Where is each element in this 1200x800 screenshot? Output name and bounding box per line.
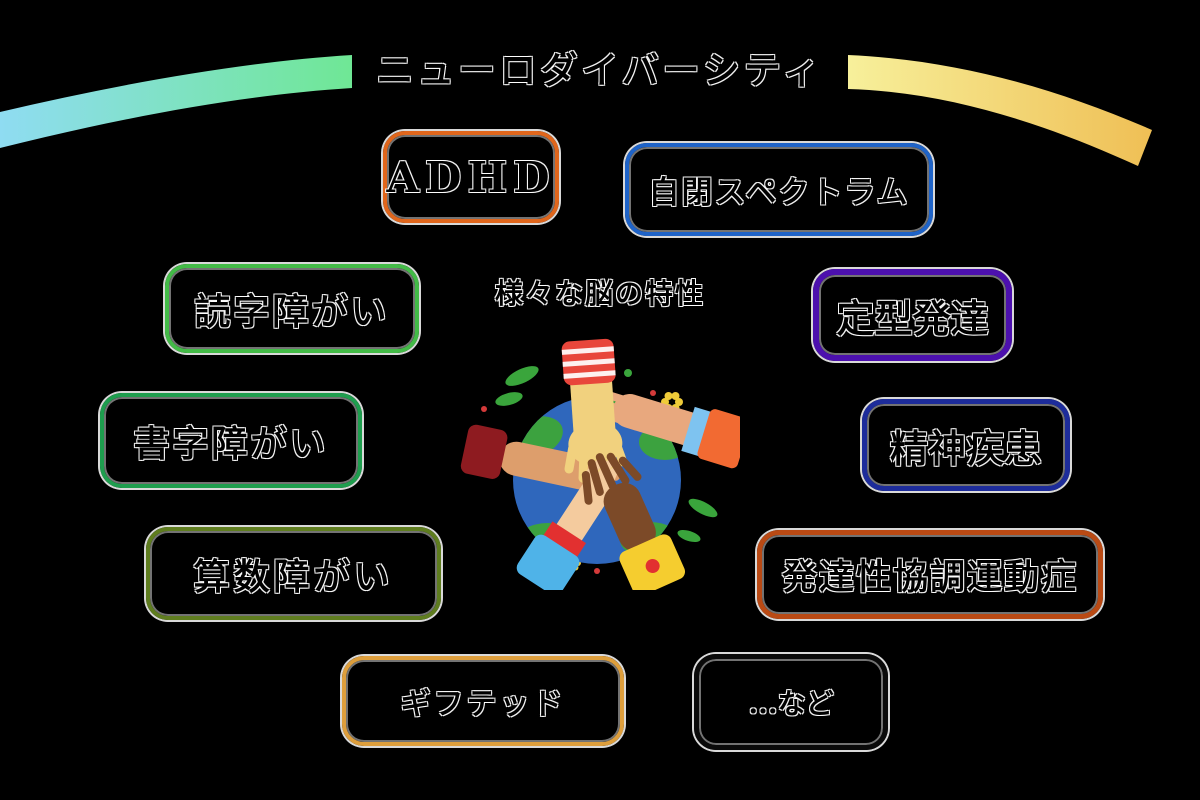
rainbow-arc-right bbox=[848, 55, 1152, 166]
box-etc: ...など bbox=[694, 654, 888, 750]
box-autism-spectrum-label: 自閉スペクトラム bbox=[648, 175, 910, 211]
box-typical-development: 定型発達 bbox=[813, 269, 1012, 361]
box-dysgraphia-label: 書字障がい bbox=[133, 422, 329, 465]
box-etc-label: ...など bbox=[748, 687, 834, 720]
box-developmental-coordination-disorder: 発達性協調運動症 bbox=[757, 530, 1103, 619]
box-adhd-label: ADHD bbox=[386, 152, 556, 202]
box-dyslexia-label: 読字障がい bbox=[194, 290, 390, 333]
box-gifted-label: ギフテッド bbox=[400, 687, 566, 722]
box-dyscalculia: 算数障がい bbox=[146, 527, 441, 620]
box-dyslexia: 読字障がい bbox=[165, 264, 419, 353]
hand-bottom-right bbox=[581, 452, 686, 590]
box-mental-illness: 精神疾患 bbox=[862, 399, 1070, 491]
center-caption: 様々な脳の特性 bbox=[494, 277, 705, 310]
rainbow-arc-left bbox=[0, 55, 352, 148]
box-autism-spectrum: 自閉スペクトラム bbox=[625, 143, 933, 236]
box-typical-development-label: 定型発達 bbox=[836, 295, 989, 341]
hands-globe-illustration bbox=[460, 338, 740, 590]
leaf-decorations bbox=[495, 366, 718, 543]
box-developmental-coordination-disorder-label: 発達性協調運動症 bbox=[781, 557, 1078, 598]
page-title: ニューロダイバーシティ bbox=[376, 48, 824, 92]
box-dyscalculia-label: 算数障がい bbox=[193, 555, 394, 598]
box-gifted: ギフテッド bbox=[342, 656, 624, 746]
box-mental-illness-label: 精神疾患 bbox=[889, 425, 1042, 471]
box-adhd: ADHD bbox=[383, 131, 559, 223]
rainbow-arc bbox=[0, 55, 1152, 166]
box-dysgraphia: 書字障がい bbox=[100, 393, 362, 488]
hand-right bbox=[599, 391, 740, 469]
